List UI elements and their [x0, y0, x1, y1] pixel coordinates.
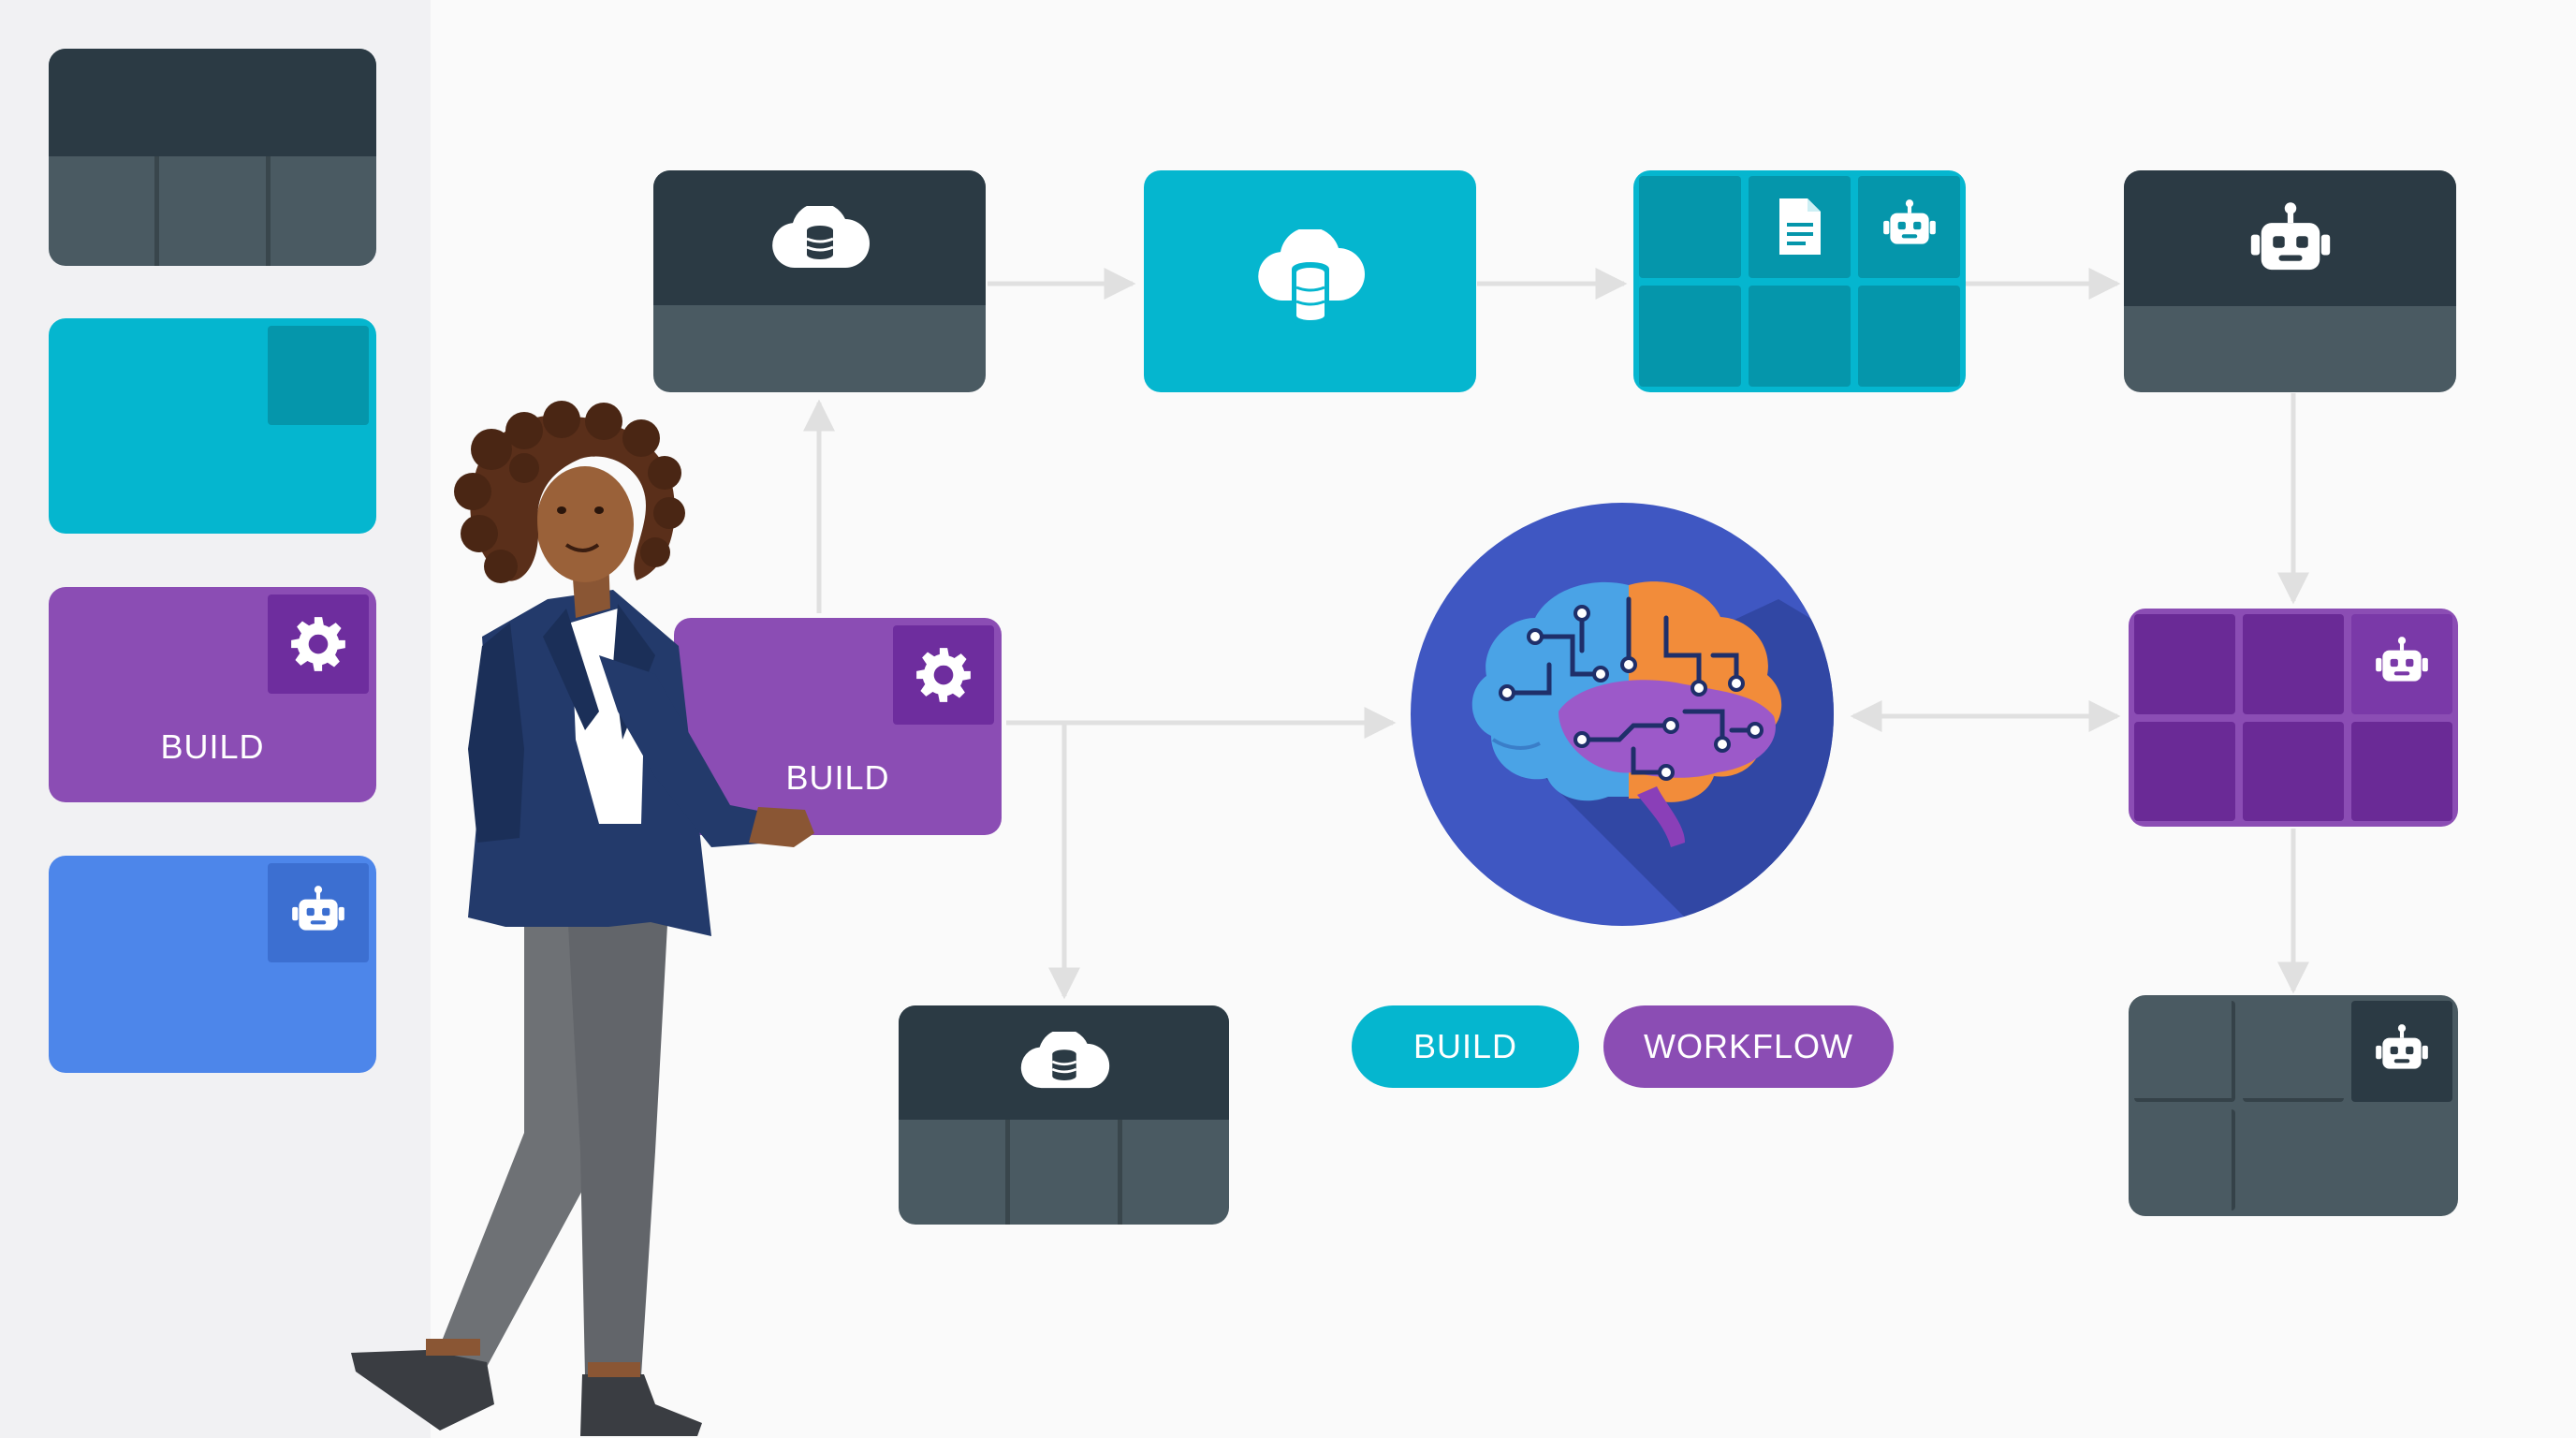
grid-cell	[2243, 614, 2344, 714]
cloud-database-icon	[653, 197, 986, 281]
gear-icon	[268, 594, 369, 694]
grid-cell	[2243, 1109, 2344, 1211]
grid-cell	[2243, 721, 2344, 821]
node-cloud-storage-teal[interactable]	[1144, 170, 1476, 392]
node-teal-grid[interactable]	[1633, 170, 1966, 392]
grid-cell	[2134, 721, 2235, 821]
node-cloud-storage-dark[interactable]	[653, 170, 986, 392]
grid-cell	[1858, 285, 1960, 387]
grid-cell	[1639, 285, 1741, 387]
node-cloud-storage-bottom[interactable]	[899, 1005, 1229, 1225]
grid-cell	[1749, 285, 1851, 387]
robot-icon	[2351, 1001, 2452, 1102]
robot-icon	[2124, 197, 2456, 290]
node-grey-grid[interactable]	[2129, 995, 2458, 1216]
node-build-block[interactable]: BUILD	[674, 618, 1002, 835]
node-purple-grid[interactable]	[2129, 609, 2458, 827]
node-robot-dark[interactable]	[2124, 170, 2456, 392]
grid-cell	[2134, 1001, 2235, 1102]
cloud-database-icon	[899, 1024, 1229, 1099]
workflow-pill[interactable]: WORKFLOW	[1603, 1005, 1894, 1088]
grid-cell	[2351, 721, 2452, 821]
sidebar-build-label: BUILD	[160, 727, 265, 766]
sidebar-item-dark-split[interactable]	[49, 49, 376, 266]
gear-icon	[893, 625, 994, 725]
build-pill[interactable]: BUILD	[1352, 1005, 1579, 1088]
document-icon	[1749, 176, 1851, 278]
robot-icon	[2351, 614, 2452, 714]
sidebar-item-robot[interactable]	[49, 856, 376, 1073]
cloud-database-icon	[1144, 223, 1476, 335]
sidebar-item-teal[interactable]	[49, 318, 376, 534]
sidebar-item-build[interactable]: BUILD	[49, 587, 376, 802]
grid-cell	[2134, 614, 2235, 714]
robot-icon	[1858, 176, 1960, 278]
grid-cell	[2243, 1001, 2344, 1102]
grid-cell	[2134, 1109, 2235, 1211]
teal-corner-square	[268, 326, 369, 425]
grid-cell	[2351, 1109, 2452, 1211]
robot-icon	[268, 863, 369, 962]
grid-cell	[1639, 176, 1741, 278]
build-block-label: BUILD	[785, 758, 890, 797]
